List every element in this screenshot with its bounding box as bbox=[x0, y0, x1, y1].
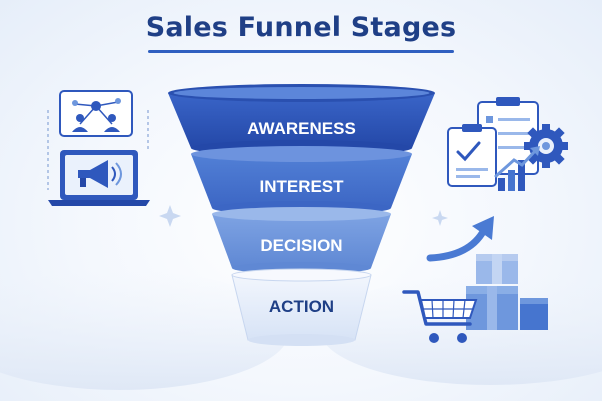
funnel-stage-action bbox=[231, 268, 372, 346]
bar-chart-icon bbox=[494, 146, 540, 191]
shopping-cart-icon bbox=[402, 290, 478, 343]
stage-label-interest: INTEREST bbox=[259, 177, 344, 196]
title-underline bbox=[148, 50, 454, 53]
gear-icon bbox=[524, 124, 568, 168]
stage-label-action: ACTION bbox=[269, 297, 334, 316]
laptop-megaphone-icon bbox=[48, 150, 150, 206]
network-people-icon bbox=[59, 90, 133, 137]
boxes-icon bbox=[466, 254, 548, 330]
growth-arrow-icon bbox=[426, 216, 494, 262]
sales-funnel: AWARENESS INTEREST DECISION ACTION bbox=[168, 84, 435, 346]
stage-label-awareness: AWARENESS bbox=[247, 119, 356, 138]
diagram-title: Sales Funnel Stages bbox=[145, 12, 457, 43]
stage-label-decision: DECISION bbox=[260, 236, 342, 255]
checklist-document-icon bbox=[447, 124, 497, 187]
sparkle-icon bbox=[432, 210, 448, 226]
sparkle-icon bbox=[159, 205, 181, 227]
background-cloud-left bbox=[0, 270, 290, 390]
